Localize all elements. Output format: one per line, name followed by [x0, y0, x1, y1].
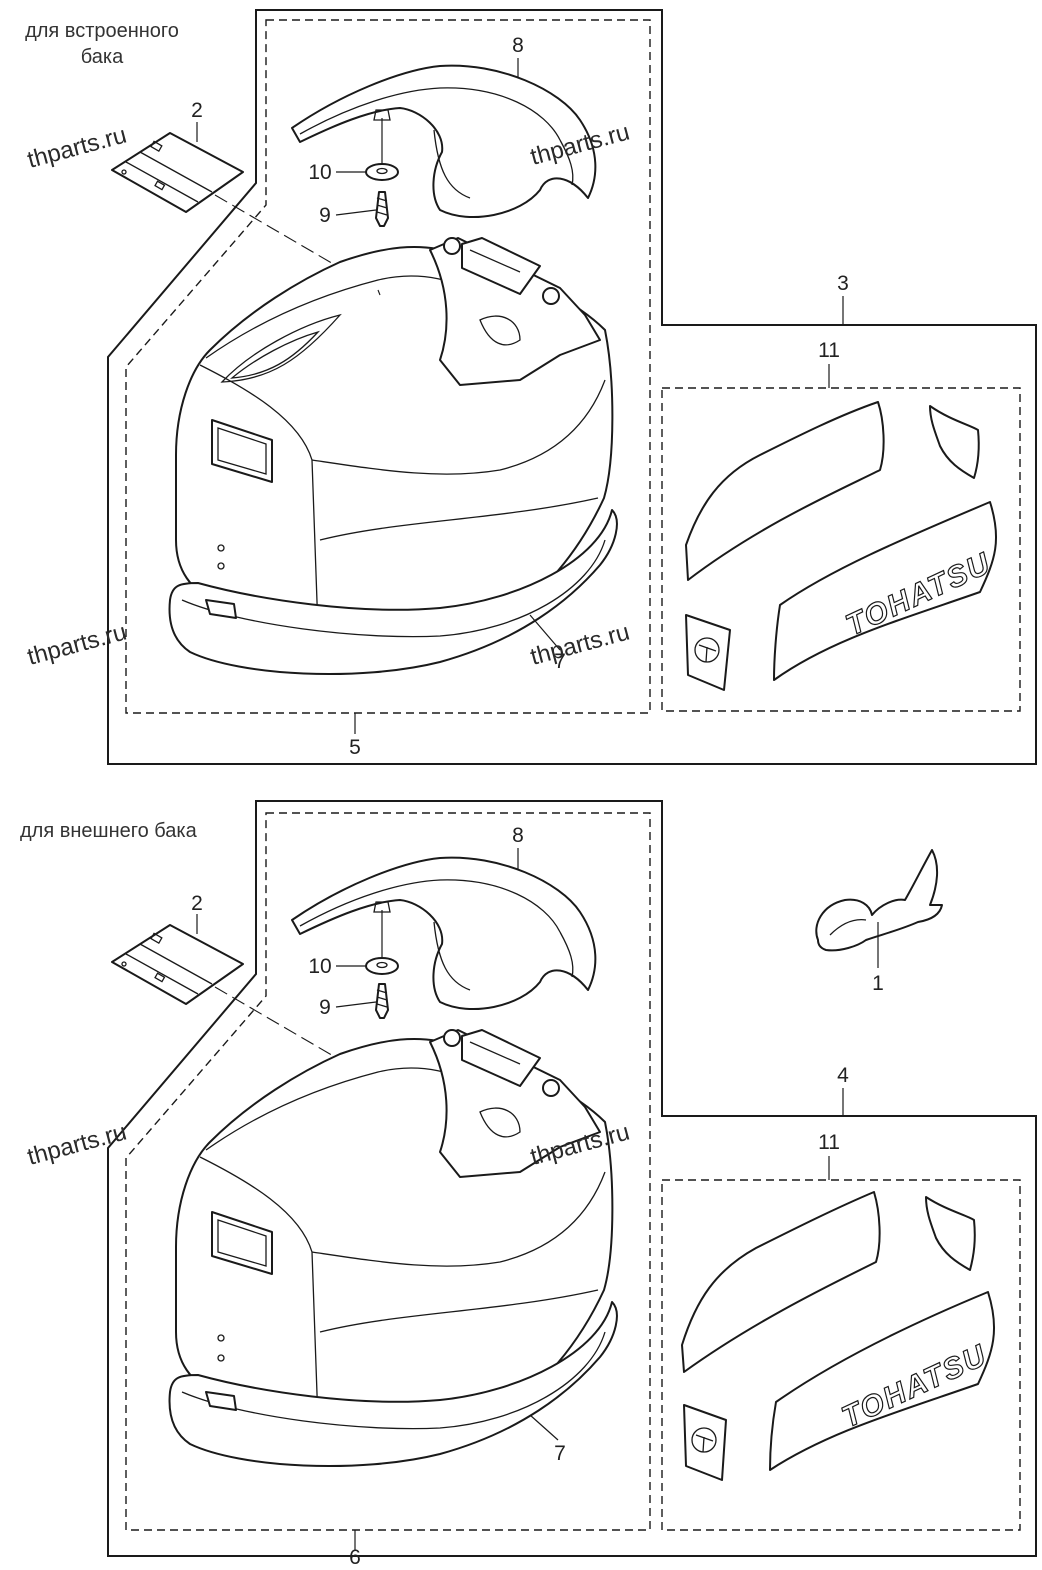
callout-2-top: 2 [191, 99, 203, 122]
callout-11-bottom: 11 [818, 1131, 840, 1154]
callout-3: 3 [837, 272, 849, 295]
washer [365, 163, 399, 181]
decal-brand [773, 501, 997, 681]
caption-external-tank: для внешнего бака [20, 820, 197, 842]
callout-9-bottom: 9 [319, 996, 331, 1019]
screw-bottom [375, 983, 389, 1019]
part-numbers: 8 2 10 9 3 11 7 5 8 2 10 9 1 4 11 7 6 [191, 34, 884, 1569]
callout-7-bottom: 7 [554, 1442, 566, 1465]
engine-cover-bottom [168, 1029, 618, 1468]
callout-11-top: 11 [818, 339, 840, 362]
watermark: thparts.ru [25, 121, 130, 173]
decal-script [815, 849, 943, 952]
label-plate [111, 132, 244, 213]
group-outline-5 [125, 19, 651, 714]
group-outline-6 [125, 812, 651, 1531]
callout-8-top: 8 [512, 34, 524, 57]
label-plate-bottom [111, 924, 244, 1005]
washer-bottom [365, 957, 399, 975]
watermark: thparts.ru [25, 1118, 130, 1170]
watermark: thparts.ru [528, 618, 633, 670]
decal-set-bottom [681, 1191, 995, 1481]
callout-8-bottom: 8 [512, 824, 524, 847]
handle-cover [291, 64, 597, 218]
decal-stripe [685, 401, 885, 581]
screw [375, 191, 389, 227]
callout-7-top: 7 [554, 650, 566, 673]
callout-1: 1 [872, 972, 884, 995]
leader-label-plate [214, 194, 379, 291]
decal-emblem [685, 614, 731, 691]
group-outline-11-bottom [661, 1179, 1021, 1531]
group-outline-4 [107, 800, 1037, 1557]
handle-cover-bottom [291, 856, 597, 1010]
caption-built-in-tank: для встроенного бака [25, 20, 179, 68]
callout-10-top: 10 [308, 161, 331, 184]
callout-2-bottom: 2 [191, 892, 203, 915]
decal-set [685, 401, 997, 691]
callout-10-bottom: 10 [308, 955, 331, 978]
callout-5: 5 [349, 736, 361, 759]
group-outline-3 [107, 9, 1037, 765]
watermark: thparts.ru [25, 618, 130, 670]
callout-6: 6 [349, 1546, 361, 1569]
group-outline-11 [661, 387, 1021, 712]
callout-9-top: 9 [319, 204, 331, 227]
decal-corner [929, 405, 980, 479]
callout-4: 4 [837, 1064, 849, 1087]
assembly-bottom: TOHATSU [107, 800, 1037, 1557]
engine-cover [168, 237, 618, 676]
